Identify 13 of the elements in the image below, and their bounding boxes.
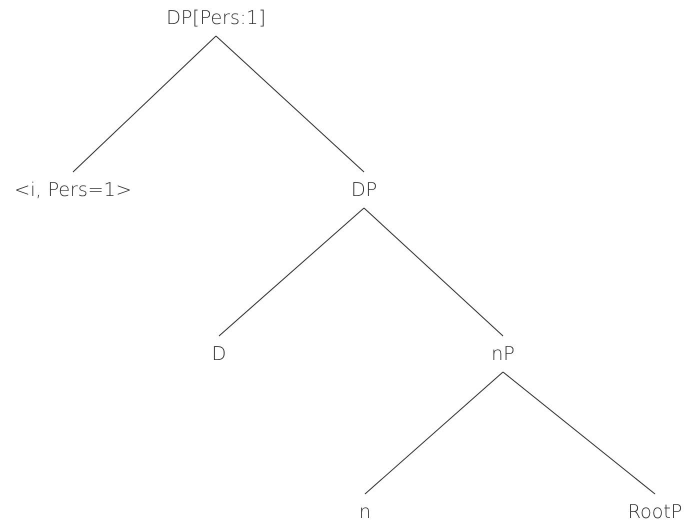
tree-label: n bbox=[358, 500, 372, 524]
branch-line bbox=[364, 372, 504, 494]
tree-label: DP bbox=[350, 178, 378, 202]
branch-line bbox=[364, 208, 504, 336]
tree-label: RootP bbox=[628, 500, 682, 524]
branch-line bbox=[216, 36, 364, 172]
tree-label: DP[Pers:1] bbox=[166, 6, 266, 30]
tree-label: D bbox=[212, 342, 226, 366]
branch-line bbox=[502, 372, 656, 494]
branch-line bbox=[72, 36, 216, 172]
tree-label: <i, Pers=1> bbox=[14, 178, 132, 202]
tree-label: nP bbox=[491, 342, 515, 366]
branch-line bbox=[218, 208, 364, 336]
